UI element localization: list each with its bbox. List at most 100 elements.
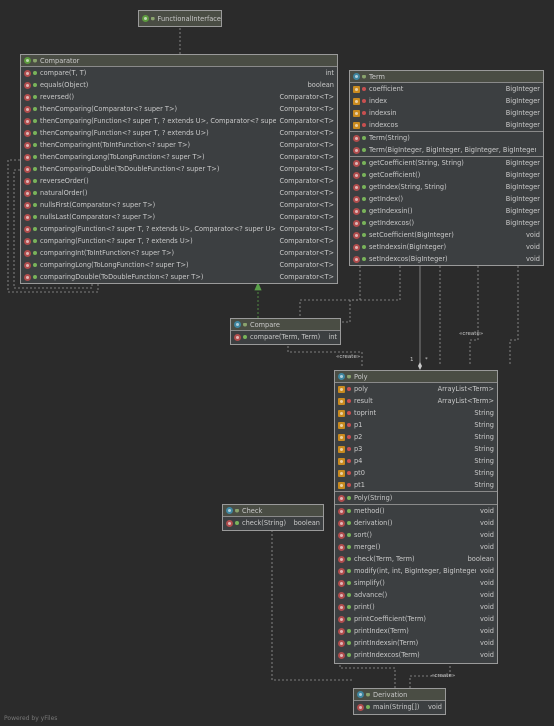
public-visibility-icon bbox=[362, 173, 366, 177]
method-row[interactable]: merge()void bbox=[335, 541, 497, 553]
method-row[interactable]: advance()void bbox=[335, 589, 497, 601]
constructor-row[interactable]: Term(BigInteger, BigInteger, BigInteger,… bbox=[350, 144, 543, 156]
method-row[interactable]: getIndex(String, String)BigInteger bbox=[350, 181, 543, 193]
class-derivation[interactable]: Derivation main(String[])void bbox=[353, 688, 446, 715]
public-visibility-icon bbox=[33, 275, 37, 279]
method-icon bbox=[234, 333, 241, 341]
method-row[interactable]: setIndexsin(BigInteger)void bbox=[350, 241, 543, 253]
method-row[interactable]: nullsLast(Comparator<? super T>)Comparat… bbox=[21, 211, 337, 223]
method-row[interactable]: compare(T, T)int bbox=[21, 67, 337, 79]
class-check[interactable]: Check check(String)boolean bbox=[222, 504, 324, 531]
class-name: Check bbox=[242, 506, 263, 515]
class-icon bbox=[226, 507, 233, 514]
method-type: Comparator<T> bbox=[279, 201, 334, 209]
class-compare[interactable]: Compare compare(Term, Term) int bbox=[230, 318, 341, 345]
method-icon bbox=[353, 171, 360, 179]
method-row[interactable]: getCoefficient(String, String)BigInteger bbox=[350, 157, 543, 169]
class-functional-interface[interactable]: FunctionalInterface bbox=[138, 10, 222, 27]
constructor-row[interactable]: Term(String) bbox=[350, 132, 543, 144]
method-row[interactable]: comparingInt(ToIntFunction<? super T>)Co… bbox=[21, 247, 337, 259]
method-row[interactable]: printCoefficient(Term)void bbox=[335, 613, 497, 625]
method-row[interactable]: derivation()void bbox=[335, 517, 497, 529]
method-row[interactable]: main(String[])void bbox=[354, 701, 445, 713]
method-row[interactable]: reversed()Comparator<T> bbox=[21, 91, 337, 103]
class-header: Check bbox=[223, 505, 323, 517]
method-row[interactable]: getIndex()BigInteger bbox=[350, 193, 543, 205]
method-row[interactable]: thenComparing(Function<? super T, ? exte… bbox=[21, 127, 337, 139]
private-visibility-icon bbox=[347, 459, 351, 463]
method-row[interactable]: sort()void bbox=[335, 529, 497, 541]
method-row[interactable]: printIndexcos(Term)void bbox=[335, 649, 497, 661]
method-icon bbox=[24, 117, 31, 125]
public-visibility-icon bbox=[362, 74, 366, 79]
class-name: Comparator bbox=[40, 56, 80, 65]
method-row[interactable]: thenComparingDouble(ToDoubleFunction<? s… bbox=[21, 163, 337, 175]
private-visibility-icon bbox=[362, 123, 366, 127]
method-row[interactable]: check(String)boolean bbox=[223, 517, 323, 529]
method-row[interactable]: thenComparingInt(ToIntFunction<? super T… bbox=[21, 139, 337, 151]
method-row[interactable]: modify(int, int, BigInteger, BigInteger)… bbox=[335, 565, 497, 577]
method-row[interactable]: setCoefficient(BigInteger)void bbox=[350, 229, 543, 241]
method-row[interactable]: comparingDouble(ToDoubleFunction<? super… bbox=[21, 271, 337, 283]
method-name: compare(Term, Term) bbox=[250, 333, 321, 341]
method-name: thenComparing(Comparator<? super T>) bbox=[40, 105, 178, 113]
method-row[interactable]: getIndexcos()BigInteger bbox=[350, 217, 543, 229]
method-row[interactable]: thenComparing(Function<? super T, ? exte… bbox=[21, 115, 337, 127]
method-row[interactable]: printIndexsin(Term)void bbox=[335, 637, 497, 649]
method-type: BigInteger bbox=[505, 183, 540, 191]
method-row[interactable]: naturalOrder()Comparator<T> bbox=[21, 187, 337, 199]
public-visibility-icon bbox=[362, 185, 366, 189]
public-visibility-icon bbox=[33, 239, 37, 243]
method-row[interactable]: print()void bbox=[335, 601, 497, 613]
method-row[interactable]: simplify()void bbox=[335, 577, 497, 589]
constructor-row[interactable]: Poly(String) bbox=[335, 492, 497, 504]
method-row[interactable]: compare(Term, Term) int bbox=[231, 331, 340, 343]
method-icon bbox=[338, 555, 345, 563]
method-row[interactable]: method()void bbox=[335, 505, 497, 517]
method-type: int bbox=[328, 333, 337, 341]
method-row[interactable]: getIndexsin()BigInteger bbox=[350, 205, 543, 217]
method-row[interactable]: getCoefficient()BigInteger bbox=[350, 169, 543, 181]
method-row[interactable]: thenComparing(Comparator<? super T>)Comp… bbox=[21, 103, 337, 115]
method-name: sort() bbox=[354, 531, 372, 539]
method-type: void bbox=[480, 519, 494, 527]
field-name: indexcos bbox=[369, 121, 399, 129]
method-icon bbox=[353, 146, 360, 154]
class-header: Poly bbox=[335, 371, 497, 383]
method-row[interactable]: setIndexcos(BigInteger)void bbox=[350, 253, 543, 265]
method-row[interactable]: comparing(Function<? super T, ? extends … bbox=[21, 223, 337, 235]
method-row[interactable]: printIndex(Term)void bbox=[335, 625, 497, 637]
method-name: printCoefficient(Term) bbox=[354, 615, 426, 623]
method-row[interactable]: thenComparingLong(ToLongFunction<? super… bbox=[21, 151, 337, 163]
method-name: nullsFirst(Comparator<? super T>) bbox=[40, 201, 156, 209]
method-row[interactable]: nullsFirst(Comparator<? super T>) Compara… bbox=[21, 199, 337, 211]
method-row[interactable]: comparingLong(ToLongFunction<? super T>)… bbox=[21, 259, 337, 271]
method-row[interactable]: comparing(Function<? super T, ? extends … bbox=[21, 235, 337, 247]
private-visibility-icon bbox=[347, 411, 351, 415]
method-row[interactable]: equals(Object)boolean bbox=[21, 79, 337, 91]
class-name: Derivation bbox=[373, 690, 408, 699]
class-name: Compare bbox=[250, 320, 280, 329]
field-name: p4 bbox=[354, 457, 363, 465]
method-row[interactable]: check(Term, Term)boolean bbox=[335, 553, 497, 565]
field-icon bbox=[338, 433, 345, 441]
public-visibility-icon bbox=[362, 161, 366, 165]
method-row[interactable]: reverseOrder()Comparator<T> bbox=[21, 175, 337, 187]
method-type: Comparator<T> bbox=[279, 237, 334, 245]
